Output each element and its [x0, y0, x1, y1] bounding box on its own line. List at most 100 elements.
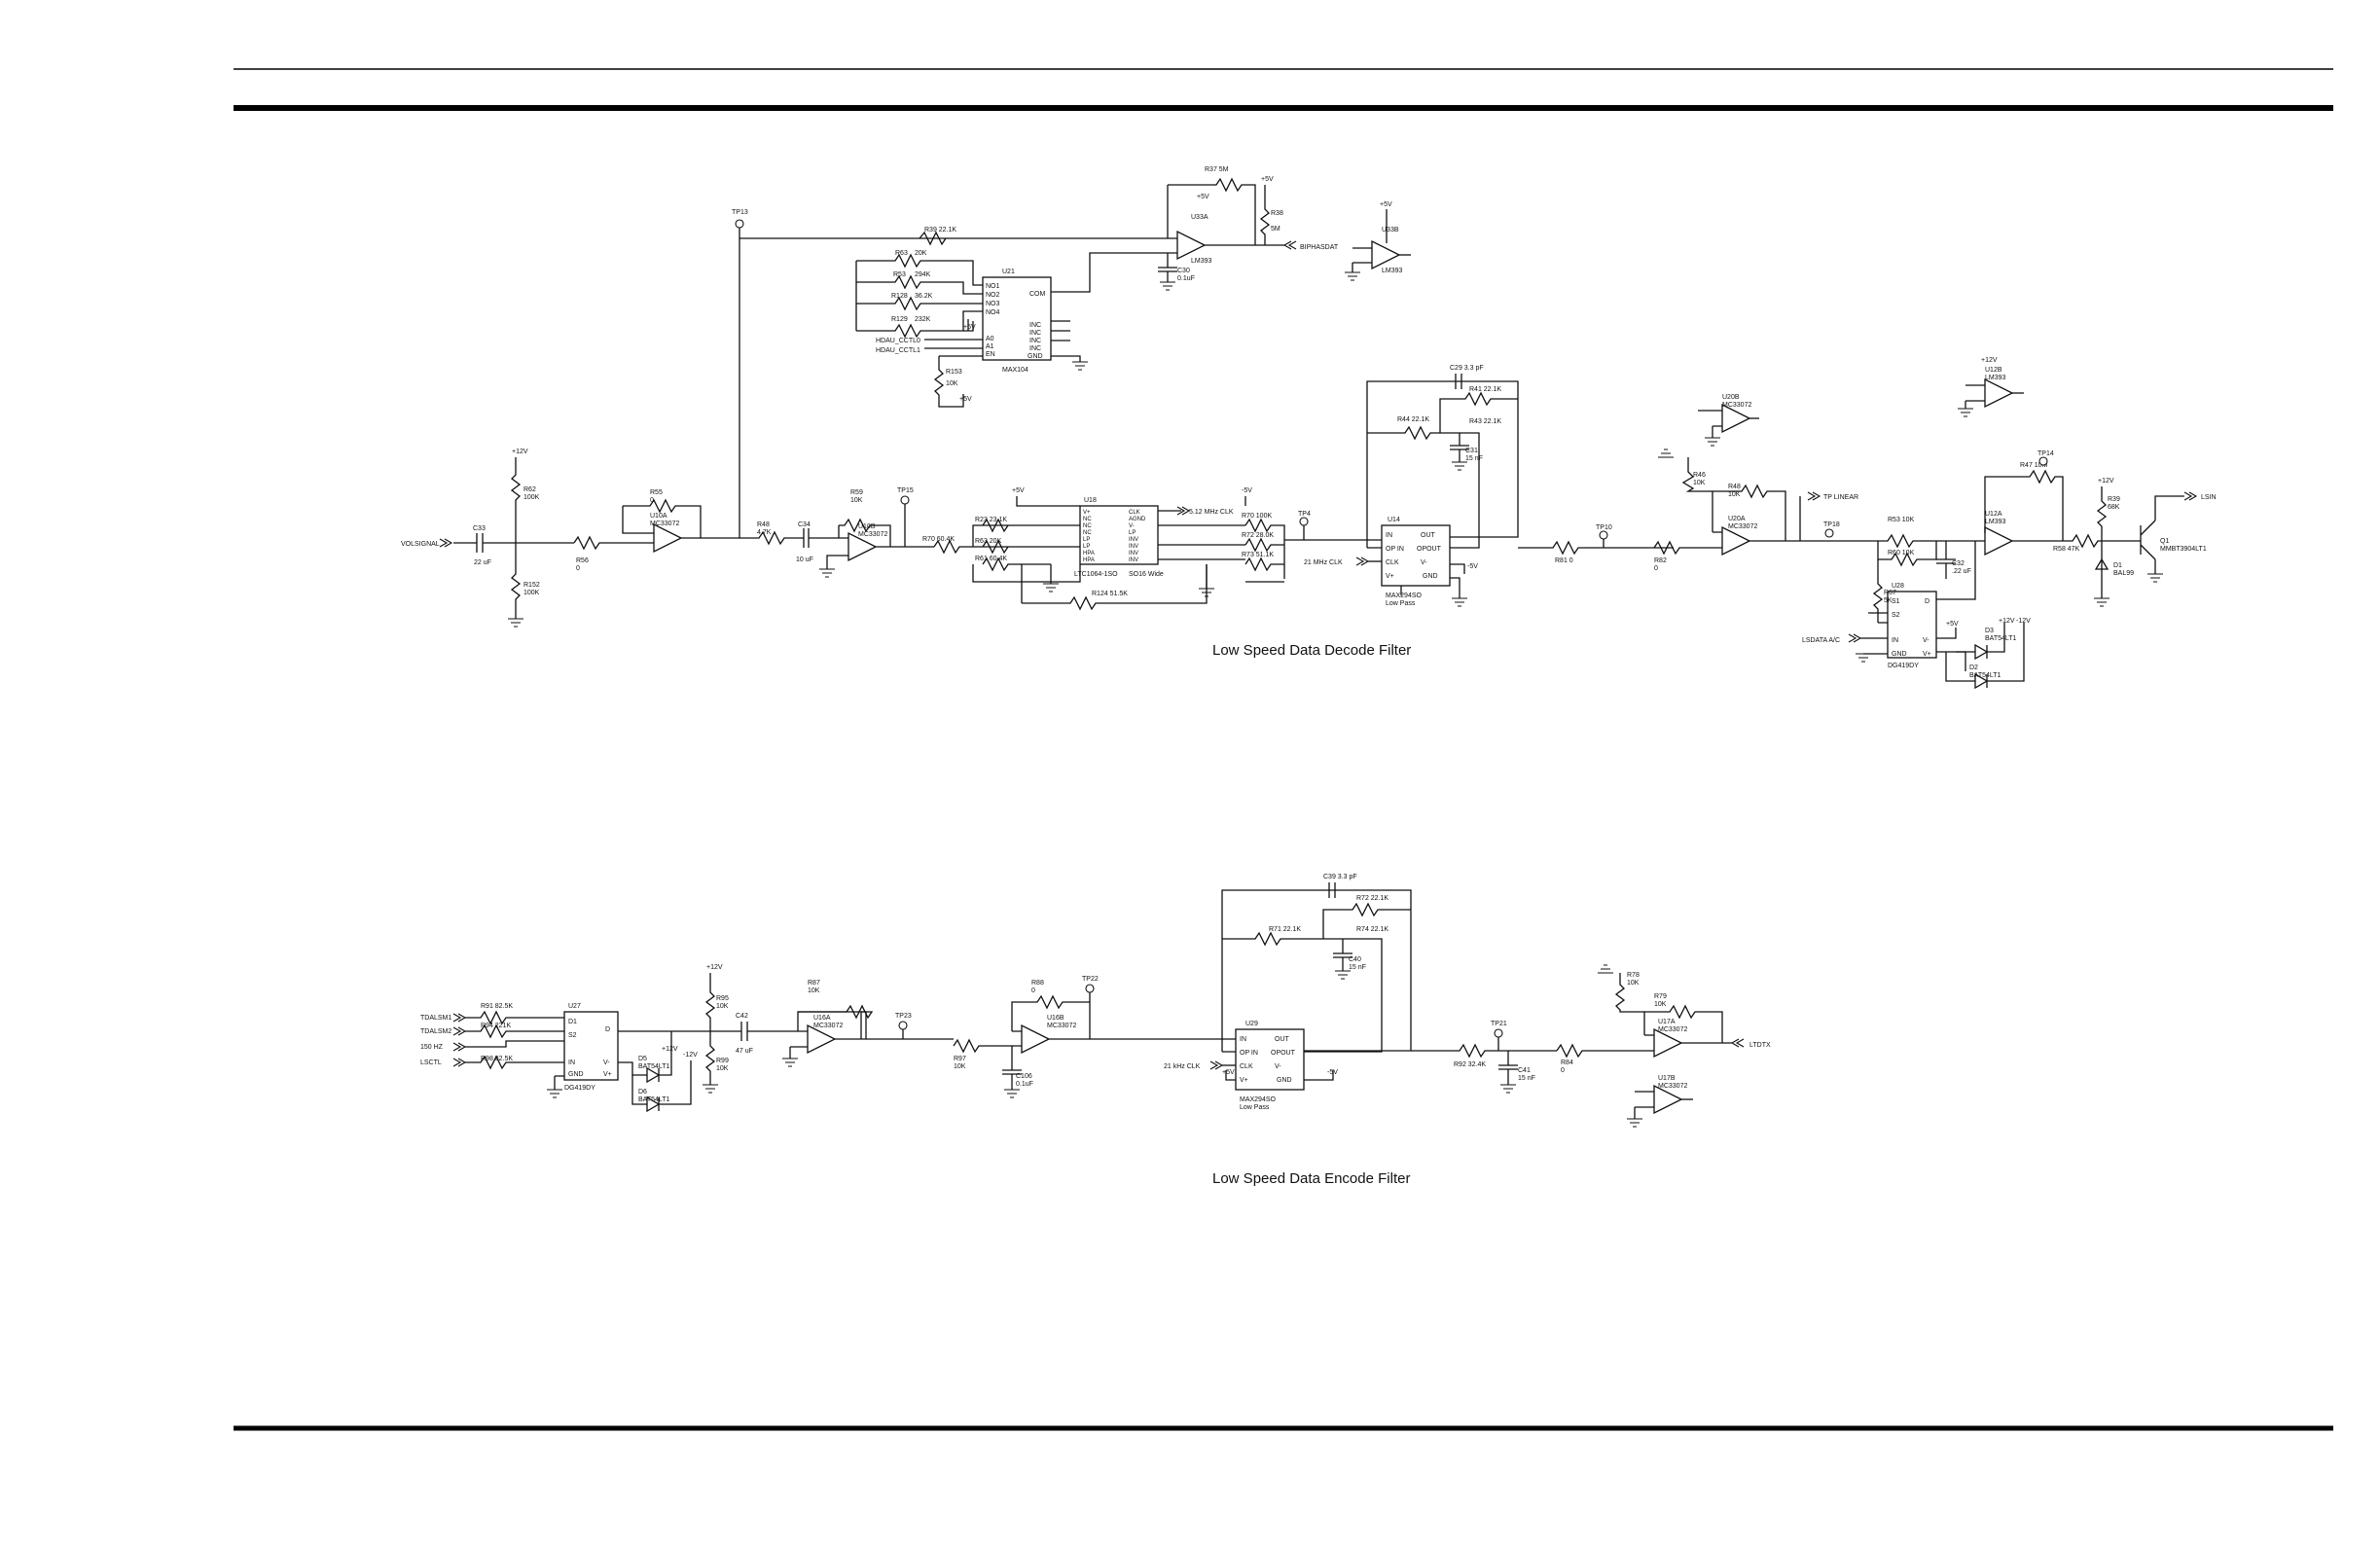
u29-part: MAX294SO — [1240, 1096, 1277, 1103]
u28-pin-gnd: GND — [1892, 651, 1907, 658]
r47-label: R47 10M — [2020, 462, 2048, 469]
c33-value: 22 uF — [474, 559, 491, 566]
biphasedat-label: BIPHASDAT — [1300, 244, 1339, 251]
vol-signal-label: VOLSIGNAL — [401, 541, 440, 548]
r81-label: R81 0 — [1555, 557, 1573, 564]
r78-value: 10K — [1627, 980, 1640, 987]
r53-value: 294K — [915, 271, 931, 278]
c29-label: C29 3.3 pF — [1450, 365, 1484, 372]
u29-pin-opout: OPOUT — [1271, 1050, 1296, 1057]
u20a-label: U20A — [1728, 516, 1746, 522]
hdau1-label: HDAU_CCTL1 — [876, 347, 920, 354]
u18-pin-1: NC — [1083, 517, 1092, 522]
r87-label: R87 — [808, 980, 820, 987]
tp10-testpoint — [1599, 530, 1608, 540]
u12a-part: LM393 — [1985, 519, 2006, 525]
u18-pin-8: CLK — [1129, 510, 1140, 516]
clk21-label: 21 MHz CLK — [1304, 559, 1343, 566]
tp13-label: TP13 — [732, 209, 748, 216]
r128-label: R128 — [891, 293, 908, 300]
r61-label: R61 60.4K — [975, 556, 1007, 562]
lsctl-label: LSCTL — [420, 1059, 442, 1066]
tp21-label: TP21 — [1491, 1021, 1507, 1027]
plus12-r39-label: +12V — [2098, 478, 2114, 485]
r62-value: 100K — [523, 494, 540, 501]
u14-chip — [1381, 524, 1451, 587]
c42-value: 47 uF — [736, 1048, 753, 1055]
r55-value: 0 — [650, 497, 654, 504]
u21-pin-no3: NO3 — [986, 301, 1000, 307]
d5-part: BAT54LT1 — [638, 1063, 670, 1070]
plus5-u28-label: +5V — [1946, 621, 1959, 628]
r129-label: R129 — [891, 316, 908, 323]
u28-pin-vplus: V+ — [1923, 651, 1931, 658]
r99-value: 10K — [716, 1065, 729, 1072]
r38-label: R38 — [1271, 210, 1283, 217]
c30-value: 0.1uF — [1177, 275, 1195, 282]
tp15-label: TP15 — [897, 487, 914, 494]
u17b-opamp — [1653, 1085, 1682, 1114]
r43-label: R43 22.1K — [1469, 418, 1501, 425]
r74-label: R74 22.1K — [1356, 926, 1388, 933]
r72-label: R72 22.1K — [1356, 895, 1388, 902]
u27-pin-d1: D1 — [568, 1019, 577, 1025]
u27-pin-d: D — [605, 1026, 610, 1033]
r99-label: R99 — [716, 1058, 729, 1064]
c106-value: 0.1uF — [1016, 1081, 1033, 1088]
u14-note: Low Pass — [1386, 600, 1416, 607]
u16a-opamp — [807, 1024, 836, 1054]
tp10-label: TP10 — [1596, 524, 1612, 531]
minus5-u29-label: -5V — [1327, 1069, 1338, 1076]
u14-pin-opin: OP IN — [1386, 546, 1404, 553]
c32-label: C32 — [1952, 560, 1965, 567]
c34-label: C34 — [798, 521, 811, 528]
u12b-part: LM393 — [1985, 375, 2006, 381]
u29-pin-clk: CLK — [1240, 1063, 1253, 1070]
plus5-u21-label: +5V — [963, 324, 976, 331]
tp22-label: TP22 — [1082, 976, 1099, 983]
u18-chip — [1079, 505, 1159, 565]
u21-part: MAX104 — [1002, 367, 1028, 374]
tp18-testpoint — [1824, 528, 1834, 538]
c41-label: C41 — [1518, 1067, 1531, 1074]
u14-pin-clk: CLK — [1386, 559, 1399, 566]
plus12-enc-label: +12V — [662, 1046, 678, 1053]
u27-chip — [563, 1011, 619, 1081]
d3-label: D3 — [1985, 628, 1994, 634]
r88-label: R88 — [1031, 980, 1044, 987]
r56-value: 0 — [576, 565, 580, 572]
r63b-label: R63 20K — [975, 538, 1002, 545]
u12b-opamp — [1984, 378, 2013, 408]
c106-label: C106 — [1016, 1073, 1032, 1080]
plus12-u12-label: +12V — [1981, 357, 1998, 364]
r63-value: 20K — [915, 250, 927, 257]
r97-value: 10K — [954, 1063, 966, 1070]
u10a-part: MC33072 — [650, 521, 679, 527]
u16a-label: U16A — [813, 1015, 831, 1022]
u10a-label: U10A — [650, 513, 667, 520]
u18-pin-4: LP — [1083, 537, 1090, 543]
u18-note: SO16 Wide — [1129, 571, 1164, 578]
r46-label: R46 — [1693, 472, 1706, 479]
r79-label: R79 — [1654, 993, 1667, 1000]
r72-label: R72 28.0K — [1242, 532, 1274, 539]
r46-value: 10K — [1693, 480, 1706, 486]
r63-label: R63 — [895, 250, 908, 257]
r59-label: R59 — [850, 489, 863, 496]
u29-pin-vplus: V+ — [1240, 1077, 1248, 1084]
r152-value: 100K — [523, 590, 540, 596]
c32-value: .22 uF — [1952, 568, 1971, 575]
u27-pin-in: IN — [568, 1059, 575, 1066]
c42-label: C42 — [736, 1013, 748, 1020]
r53b-label: R53 10K — [1888, 517, 1915, 523]
r73-label: R73 51.1K — [1242, 552, 1274, 558]
u21-label: U21 — [1002, 269, 1015, 275]
r44-label: R44 22.1K — [1397, 416, 1429, 423]
r58-label: R58 47K — [2053, 546, 2080, 553]
r38-value: 5M — [1271, 226, 1280, 233]
u21-pin-inc1: INC — [1029, 322, 1041, 329]
r82-value: 0 — [1654, 565, 1658, 572]
u20b-part: MC33072 — [1722, 402, 1751, 409]
u29-pin-gnd: GND — [1277, 1077, 1292, 1084]
u29-note: Low Pass — [1240, 1104, 1270, 1111]
